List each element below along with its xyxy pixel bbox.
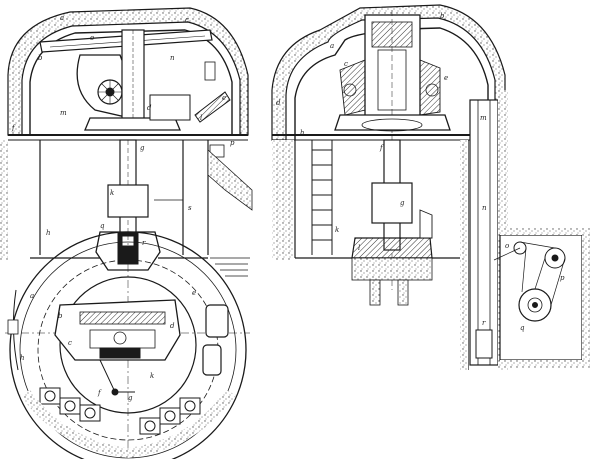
label: q — [100, 222, 105, 230]
label: b — [38, 54, 43, 62]
label: a — [330, 42, 334, 50]
left-platform — [84, 117, 181, 131]
label: g — [128, 394, 133, 402]
label: c — [68, 339, 72, 347]
elevator-shaft — [469, 99, 499, 366]
label: f — [11, 124, 16, 132]
label: r — [142, 239, 146, 247]
label: d — [276, 99, 281, 107]
label: b — [440, 12, 445, 20]
label: a — [60, 14, 64, 22]
plan-port-lower — [202, 344, 222, 376]
label: k — [150, 372, 154, 380]
label: m — [480, 114, 487, 122]
label: d — [147, 104, 152, 112]
label: c — [344, 60, 348, 68]
label: g — [400, 199, 405, 207]
left-staircase — [207, 149, 253, 211]
label: n — [170, 54, 175, 62]
label: e — [444, 74, 448, 82]
label: n — [482, 204, 487, 212]
label: m — [60, 109, 67, 117]
label: o — [505, 242, 509, 250]
label: h — [20, 354, 25, 362]
label: e — [192, 289, 196, 297]
label: d — [170, 322, 175, 330]
label: k — [110, 189, 114, 197]
label: f — [97, 389, 102, 397]
label: h — [300, 129, 305, 137]
label: e — [222, 94, 226, 102]
label: r — [482, 319, 486, 327]
right-platform — [334, 114, 451, 131]
label: q — [520, 324, 525, 332]
part-labels: a b c d e f g h k l m n o p q r s a b c … — [11, 12, 565, 402]
label: f — [379, 144, 384, 152]
label: p — [230, 139, 235, 147]
label: c — [185, 16, 189, 24]
label: p — [560, 274, 565, 282]
label: a — [30, 292, 34, 300]
label: k — [335, 226, 339, 234]
right-dome-masonry — [271, 4, 506, 141]
plan-port-upper — [205, 304, 229, 338]
label: o — [90, 34, 94, 42]
left-turret-section — [0, 7, 253, 277]
label: l — [358, 244, 360, 252]
right-ladder — [311, 140, 333, 255]
label: h — [46, 229, 51, 237]
label: g — [140, 144, 145, 152]
label: l — [200, 114, 202, 122]
right-turret-section — [271, 4, 590, 370]
label: s — [188, 204, 192, 212]
right-base-machinery — [351, 237, 433, 259]
left-plan-view — [5, 231, 250, 463]
ammunition-cells — [39, 387, 201, 435]
label: b — [58, 312, 63, 320]
